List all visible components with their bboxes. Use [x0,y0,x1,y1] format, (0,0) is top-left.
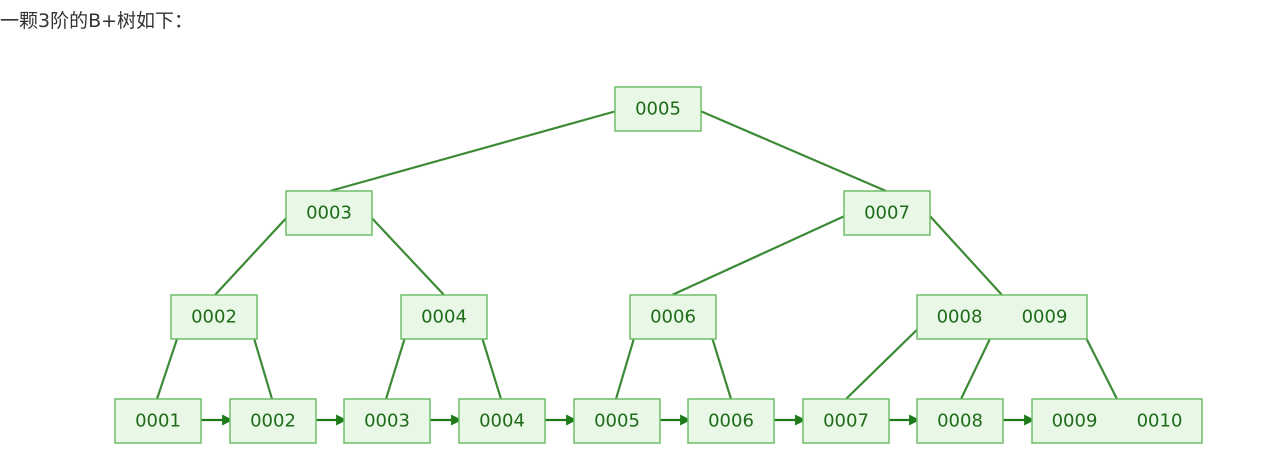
node-key: 0006 [650,307,696,328]
edge-0007-to-0008-0009 [927,213,1003,296]
node-key: 0004 [479,411,525,432]
node-box [614,86,702,132]
node-key: 0004 [421,307,467,328]
node-box [400,294,488,340]
node-box [573,398,661,444]
node-key: 0003 [306,203,352,224]
internal-node-l2: 0006 [629,294,717,340]
node-box [629,294,717,340]
node-key: 0002 [191,307,237,328]
node-box [170,294,258,340]
node-key: 0007 [823,411,869,432]
node-key: 0007 [864,203,910,224]
node-key: 0008 [937,307,983,328]
leaf-node: 0006 [687,398,775,444]
node-box [458,398,546,444]
internal-node-l2: 0002 [170,294,258,340]
node-box [229,398,317,444]
internal-node-l1: 0007 [843,190,931,236]
node-key: 0005 [635,99,681,120]
nodes-layer: 0005 0003 0007 0002 0004 0006 0008 0009 0001 0002… [114,86,1203,444]
diagram-caption: 一颗3阶的B+树如下： [0,10,194,32]
node-key: 0009 [1052,411,1098,432]
node-box [916,398,1004,444]
leaf-node: 0002 [229,398,317,444]
node-box [843,190,931,236]
edge-root-to-0003 [329,108,621,193]
node-key: 0001 [135,411,181,432]
edge-0003-to-0002 [214,213,291,296]
node-box [343,398,431,444]
node-box [114,398,202,444]
edge-root-to-0007 [697,108,887,193]
node-box [687,398,775,444]
node-key: 0003 [364,411,410,432]
root-node: 0005 [614,86,702,132]
edges-layer [155,108,1118,400]
edge-0007-to-0006 [671,212,850,297]
node-key: 0009 [1022,307,1068,328]
leaf-node: 0007 [802,398,890,444]
leaf-node: 0003 [343,398,431,444]
node-key: 0002 [250,411,296,432]
node-box [916,294,1088,340]
internal-node-l2: 0004 [400,294,488,340]
edge-0008-to-leaf-0007 [845,317,930,400]
node-key: 0008 [937,411,983,432]
internal-node-l2: 0008 0009 [916,294,1088,340]
leaf-node: 0004 [458,398,546,444]
leaf-node: 0001 [114,398,202,444]
leaf-node: 0005 [573,398,661,444]
node-box [1031,398,1203,444]
leaf-node: 0008 [916,398,1004,444]
node-key: 0010 [1137,411,1183,432]
leaf-node: 0009 0010 [1031,398,1203,444]
node-key: 0005 [594,411,640,432]
node-box [285,190,373,236]
node-box [802,398,890,444]
node-key: 0006 [708,411,754,432]
edge-0003-to-0004 [367,213,445,296]
internal-node-l1: 0003 [285,190,373,236]
